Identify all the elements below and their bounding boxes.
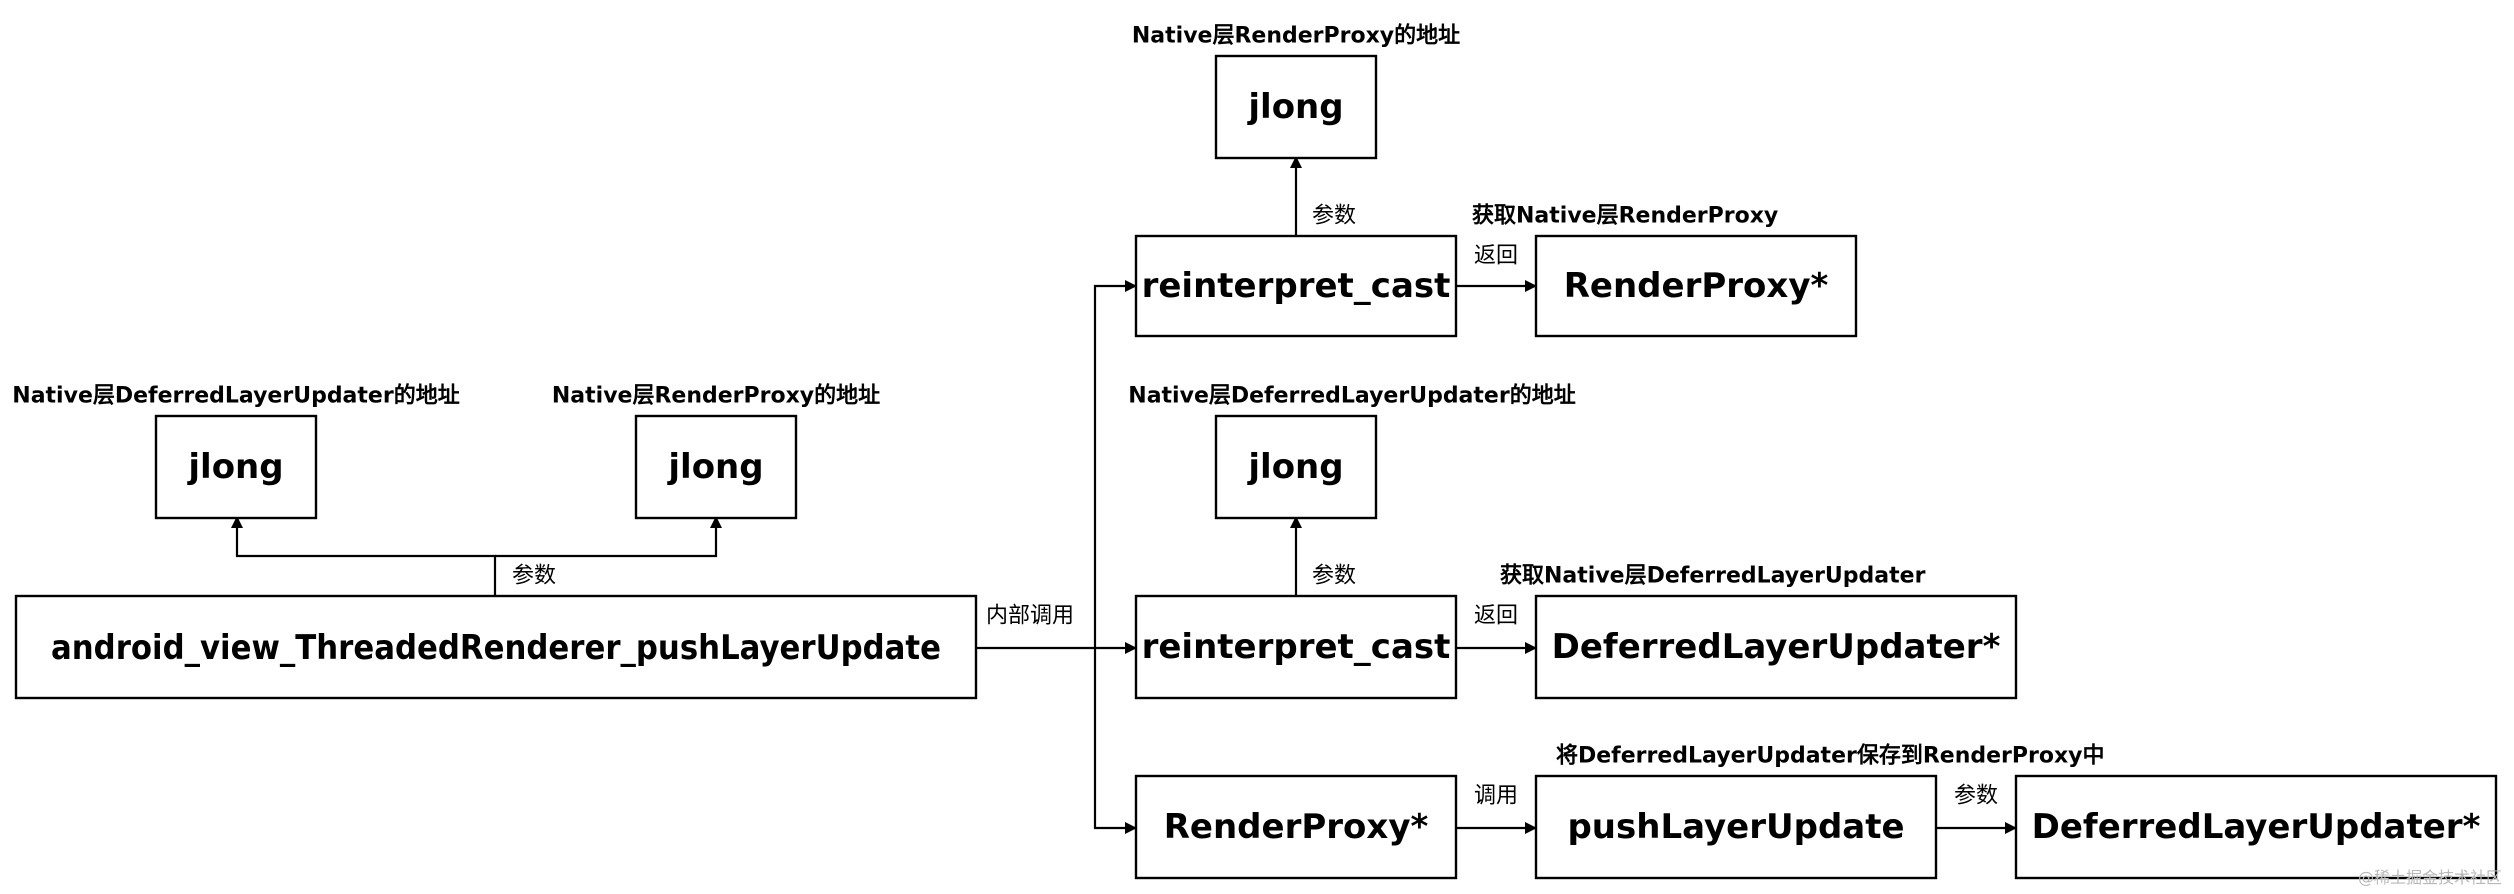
connector-main-to-left-jlong [231,516,497,596]
top-jlong-caption: Native层RenderProxy的地址 [1132,23,1460,49]
get-deferred-caption: 获取Native层DeferredLayerUpdater [1500,564,1926,589]
top-jlong-text: jlong [1246,87,1343,127]
cast-2-box [1134,594,1458,700]
cast-1-box [1134,234,1458,338]
watermark: @稀土掘金技术社区 [2357,868,2502,887]
main-func-box [14,594,978,700]
connector-branch-to-render-proxy-caller [1093,648,1137,834]
edge-label-internal-call: 内部调用 [986,604,1074,629]
edge-label-param-main: 参数 [512,564,556,589]
edge-label-return-2: 返回 [1474,604,1518,629]
edge-label-call: 调用 [1474,784,1518,809]
push-layer-update-box [1534,774,1938,880]
save-caption: 将DeferredLayerUpdater保存到RenderProxy中 [1556,743,2105,769]
edge-label-param-cast-2: 参数 [1312,564,1356,589]
render-proxy-caller-text: RenderProxy* [1164,807,1429,847]
left-jlong-1-box [154,414,318,520]
main-func-text: android_view_ThreadedRenderer_pushLayerU… [51,628,941,668]
top-jlong-box [1214,54,1378,160]
edge-label-param-push: 参数 [1954,784,1998,809]
edge-label-param-cast-1: 参数 [1312,204,1356,229]
left-jlong-2-text: jlong [666,447,763,487]
connector-main-to-right-jlong [495,516,722,558]
deferred-param-box [2014,774,2498,880]
push-layer-update-text: pushLayerUpdate [1567,807,1904,847]
render-proxy-result-text: RenderProxy* [1564,266,1829,306]
left-jlong-2-box [634,414,798,520]
mid-jlong-box [1214,414,1378,520]
cast-2-text: reinterpret_cast [1142,627,1451,667]
connector-branch-to-cast-1 [1093,280,1137,648]
edge-label-return-1: 返回 [1474,244,1518,269]
cast-1-text: reinterpret_cast [1142,266,1451,306]
mid-jlong-caption: Native层DeferredLayerUpdater的地址 [1128,383,1575,409]
mid-jlong-text: jlong [1246,447,1343,487]
get-render-proxy-caption: 获取Native层RenderProxy [1472,204,1778,229]
deferred-result-text: DeferredLayerUpdater* [1552,627,2001,667]
left-jlong-1-caption: Native层DeferredLayerUpdater的地址 [12,383,459,409]
render-proxy-caller-box [1134,774,1458,880]
left-jlong-2-caption: Native层RenderProxy的地址 [552,383,880,409]
left-jlong-1-text: jlong [186,447,283,487]
render-proxy-result-box [1534,234,1858,338]
deferred-result-box [1534,594,2018,700]
deferred-param-text: DeferredLayerUpdater* [2032,807,2481,847]
